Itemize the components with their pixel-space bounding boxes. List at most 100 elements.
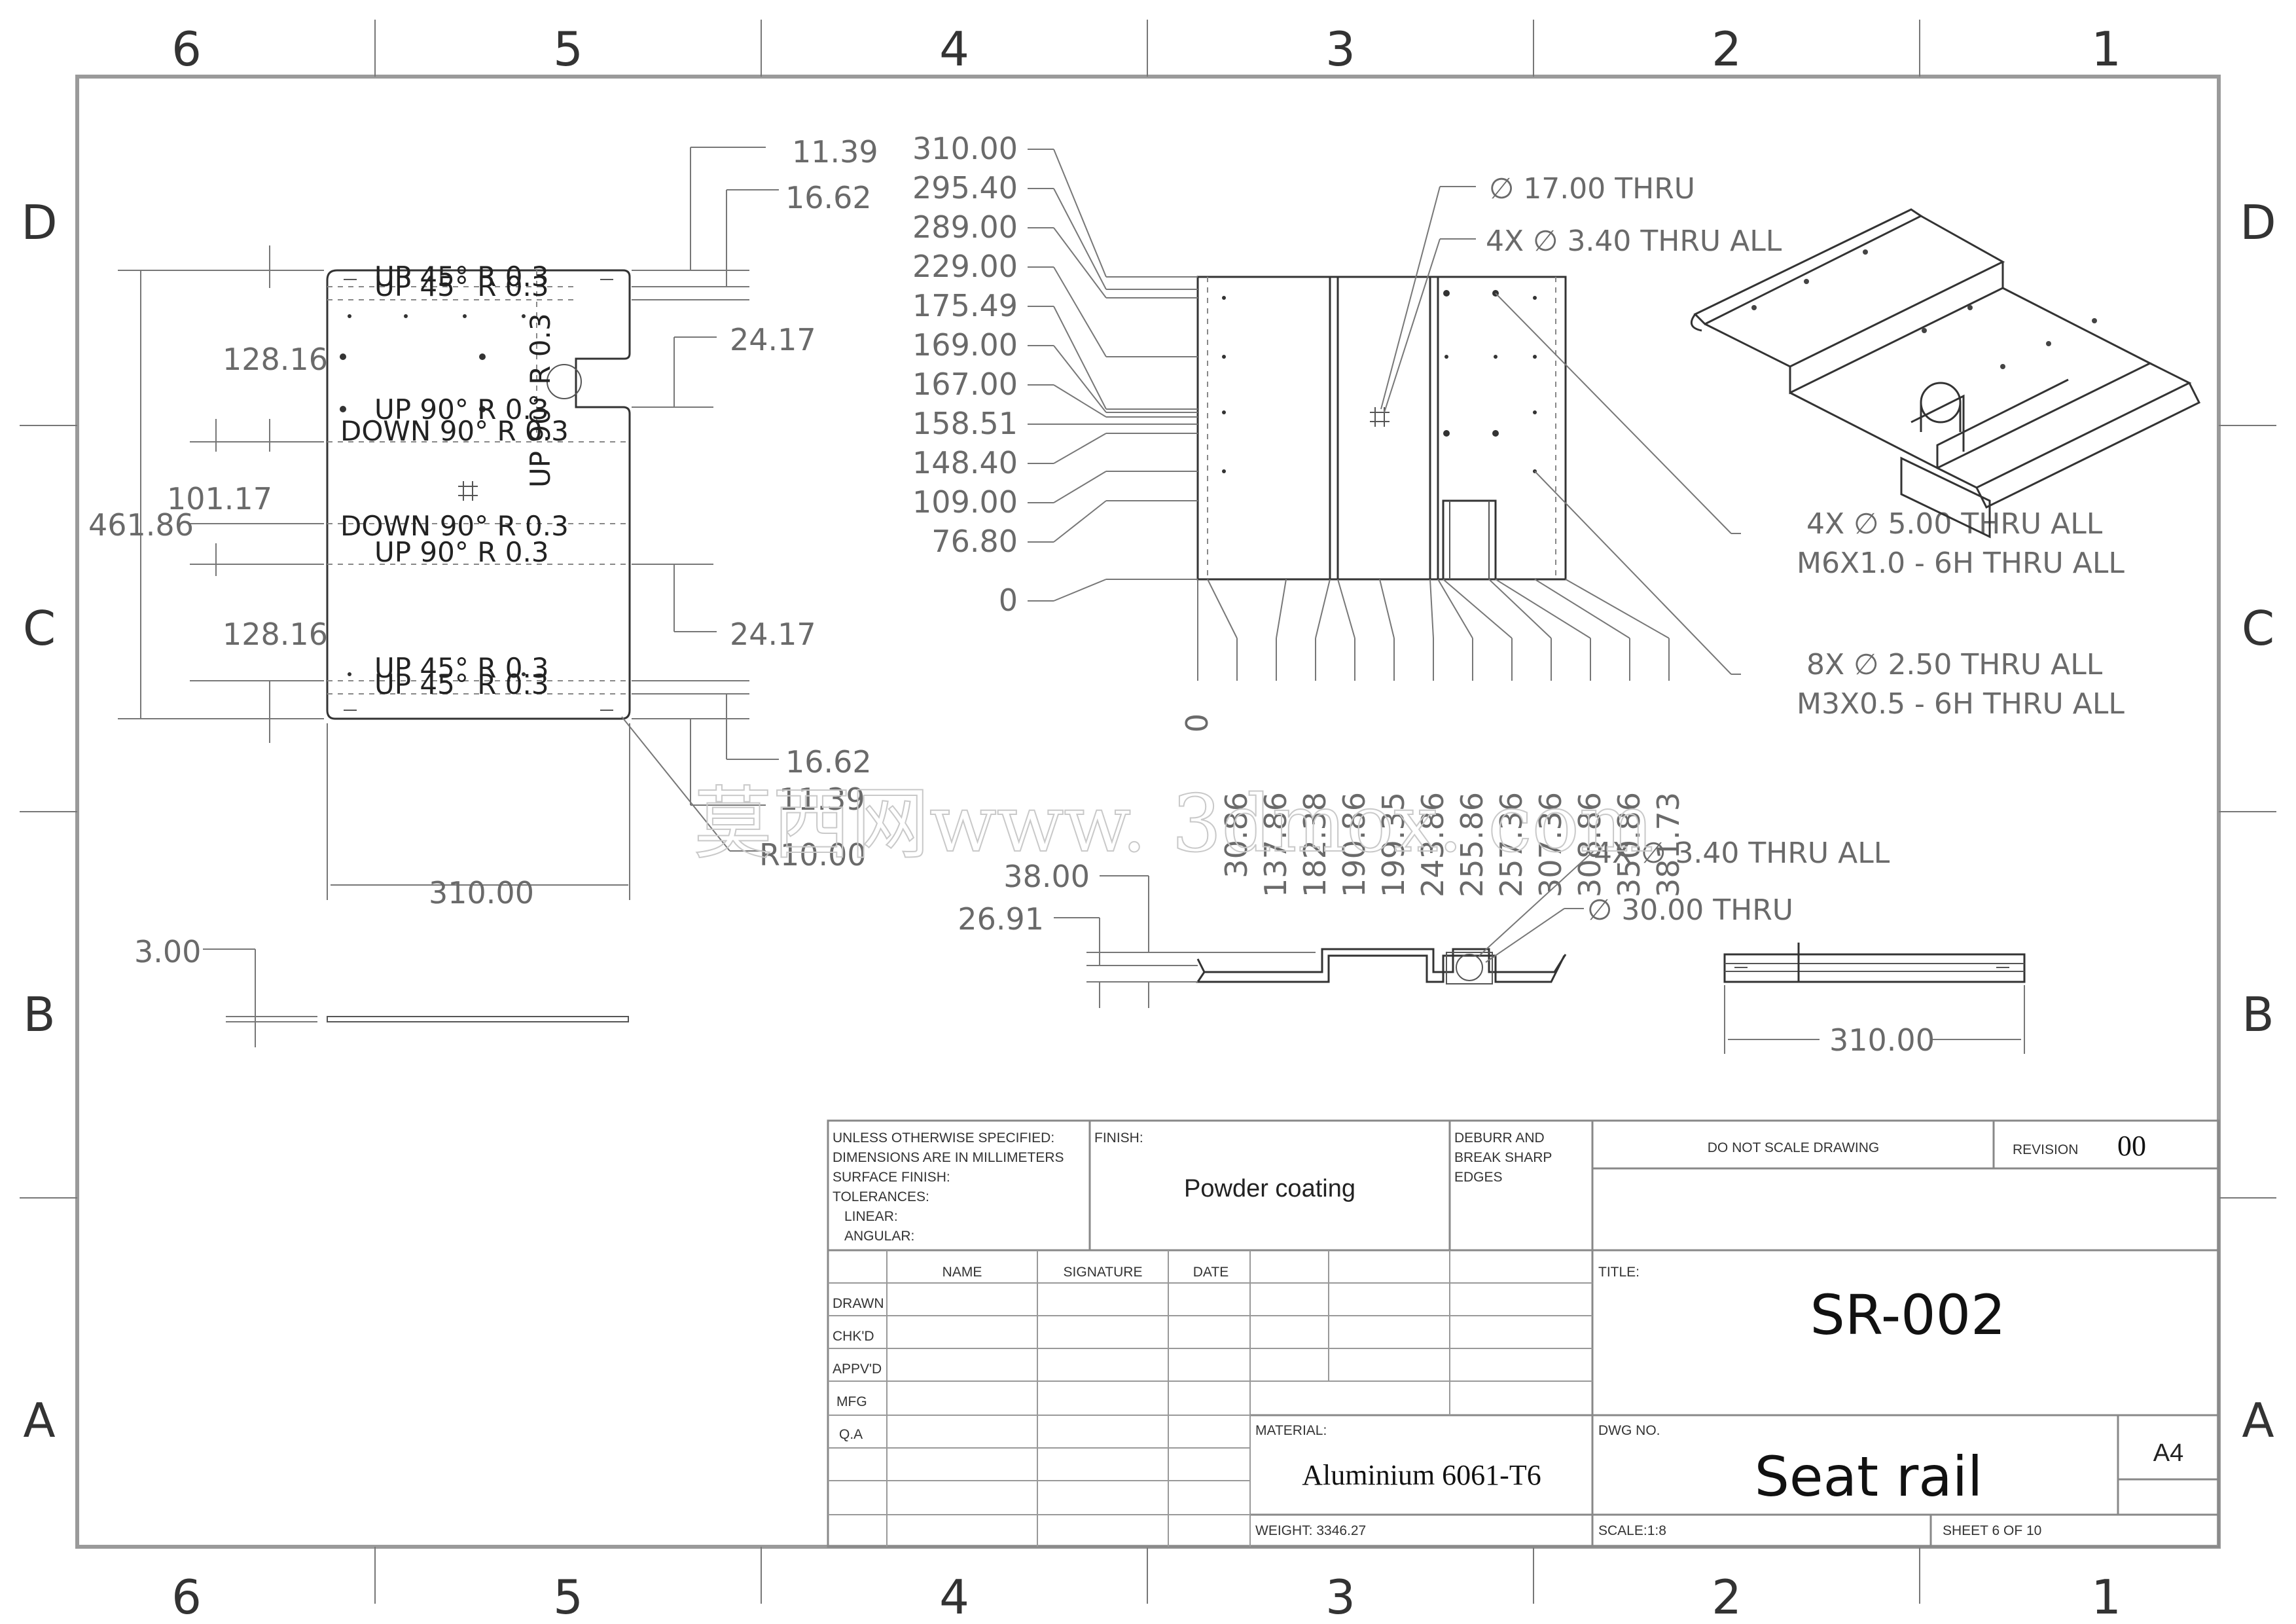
col-name: NAME <box>942 1265 982 1280</box>
ydim-0: 0 <box>999 583 1018 618</box>
revision-value: 00 <box>2117 1130 2146 1162</box>
hole-callout-3-40: 4X ∅ 3.40 THRU ALL <box>1486 225 1782 258</box>
ydim-289: 289.00 <box>912 209 1018 245</box>
note-unless: UNLESS OTHERWISE SPECIFIED: <box>833 1130 1054 1146</box>
front-dim-38: 38.00 <box>1003 859 1090 894</box>
dim-bottom-11-39: 11.39 <box>779 782 865 817</box>
zone-col-4-top: 4 <box>939 22 969 77</box>
isometric-holes <box>1751 249 2097 369</box>
dim-overall-height: 461.86 <box>88 507 194 543</box>
dim-top-16-62: 16.62 <box>785 180 872 215</box>
title-label: TITLE: <box>1598 1265 1640 1280</box>
hole-callout-m3: M3X0.5 - 6H THRU ALL <box>1797 687 2125 721</box>
title-block: UNLESS OTHERWISE SPECIFIED: DIMENSIONS A… <box>827 1119 2220 1548</box>
weight: WEIGHT: 3346.27 <box>1255 1523 1366 1538</box>
zone-col-3-top: 3 <box>1325 22 1355 77</box>
dim-radius: R10.00 <box>759 837 867 873</box>
zone-col-2-bottom: 2 <box>1712 1570 1742 1624</box>
top-view: 310.00 295.40 289.00 229.00 175.49 169.0… <box>912 131 2125 897</box>
note-linear: LINEAR: <box>844 1209 898 1224</box>
material-label: MATERIAL: <box>1255 1423 1327 1438</box>
bend-note-8: UP 45° R 0.3 <box>374 668 549 700</box>
scale: SCALE:1:8 <box>1598 1523 1666 1538</box>
xdim-137-86: 137.86 <box>1258 792 1293 897</box>
ydim-175-49: 175.49 <box>912 288 1018 323</box>
bend-note-1: UP 45° R 0.3 <box>374 261 549 293</box>
note-angular: ANGULAR: <box>844 1229 914 1244</box>
xdim-190-86: 190.86 <box>1336 792 1372 897</box>
zone-row-d-right: D <box>2240 195 2276 250</box>
zone-row-a-right: A <box>2242 1393 2274 1448</box>
xdim-243-86: 243.86 <box>1415 792 1450 897</box>
bend-note-4: DOWN 90° R 0.3 <box>340 415 569 447</box>
thickness-view: 3.00 <box>134 934 629 1047</box>
front-hole-callout-3-40: 4X ∅ 3.40 THRU ALL <box>1594 837 1890 870</box>
hole-callout-m6: M6X1.0 - 6H THRU ALL <box>1797 547 2125 580</box>
sheet-size: A4 <box>2153 1439 2183 1467</box>
dim-left-128-16-bottom: 128.16 <box>223 617 328 652</box>
material-value: Aluminium 6061-T6 <box>1302 1459 1541 1491</box>
dim-left-101-17: 101.17 <box>167 481 272 516</box>
front-hole-callout-30: ∅ 30.00 THRU <box>1587 893 1793 927</box>
bend-note-7: UP 45° R 0.3 <box>374 652 549 684</box>
zone-row-a-left: A <box>23 1393 55 1448</box>
dim-top-24-17: 24.17 <box>730 322 816 357</box>
watermark: 莫西网www. 3dmox. com <box>694 779 1654 870</box>
side-view: 310.00 <box>1723 943 2026 1058</box>
note-dimensions: DIMENSIONS ARE IN MILLIMETERS <box>833 1150 1064 1165</box>
hole-callout-17: ∅ 17.00 THRU <box>1489 172 1695 206</box>
bend-note-side: UP 90° R 0.3 <box>524 313 556 488</box>
ydim-295-40: 295.40 <box>912 170 1018 206</box>
zone-row-b-right: B <box>2242 987 2274 1042</box>
hole-callout-5-00: 4X ∅ 5.00 THRU ALL <box>1806 507 2103 541</box>
zone-col-1-bottom: 1 <box>2091 1570 2121 1624</box>
front-view: 38.00 26.91 4X ∅ 3.40 THRU ALL ∅ 30.00 T… <box>958 837 1890 1008</box>
dim-top-11-39: 11.39 <box>792 134 878 170</box>
zone-col-5-top: 5 <box>553 22 583 77</box>
zone-row-c-right: C <box>2242 601 2274 656</box>
zone-col-6-bottom: 6 <box>171 1570 202 1624</box>
xdim-255-86: 255.86 <box>1454 792 1490 897</box>
bend-note-6: UP 90° R 0.3 <box>374 536 549 568</box>
row-drawn: DRAWN <box>833 1296 884 1311</box>
sheet-number: SHEET 6 OF 10 <box>1943 1523 2041 1538</box>
col-date: DATE <box>1193 1265 1229 1280</box>
dim-thickness: 3.00 <box>134 934 201 969</box>
row-mfg: MFG <box>836 1394 867 1409</box>
ydim-310: 310.00 <box>912 131 1018 166</box>
zone-col-2-top: 2 <box>1712 22 1742 77</box>
xdim-30-86: 30.86 <box>1219 792 1254 878</box>
dim-flat-width: 310.00 <box>429 875 534 911</box>
bend-note-3: UP 90° R 0.3 <box>374 393 549 425</box>
zone-col-1-top: 1 <box>2091 22 2121 77</box>
xdim-0: 0 <box>1179 713 1215 732</box>
zone-col-3-bottom: 3 <box>1325 1570 1355 1624</box>
zone-row-b-left: B <box>23 987 55 1042</box>
ydim-158-51: 158.51 <box>912 406 1018 441</box>
zone-col-4-bottom: 4 <box>939 1570 969 1624</box>
ydim-169: 169.00 <box>912 327 1018 363</box>
zone-row-d-left: D <box>21 195 57 250</box>
bend-note-2: UP 45° R 0.3 <box>374 270 549 302</box>
row-checked: CHK'D <box>833 1329 874 1344</box>
zone-col-6-top: 6 <box>171 22 202 77</box>
ydim-109: 109.00 <box>912 484 1018 520</box>
xdim-308-86: 308.86 <box>1572 792 1607 897</box>
xdim-381-73: 381.73 <box>1651 792 1686 897</box>
dim-left-128-16-top: 128.16 <box>223 342 328 377</box>
xdim-257-36: 257.36 <box>1494 792 1529 897</box>
ydim-76-80: 76.80 <box>931 524 1018 559</box>
bend-note-5: DOWN 90° R 0.3 <box>340 510 569 542</box>
note-surface: SURFACE FINISH: <box>833 1170 950 1185</box>
dim-bottom-24-17: 24.17 <box>730 617 816 652</box>
flat-pattern-view: UP 45° R 0.3 UP 45° R 0.3 UP 90° R 0.3 D… <box>88 134 878 911</box>
ydim-148-40: 148.40 <box>912 445 1018 480</box>
finish-label: FINISH: <box>1094 1130 1143 1146</box>
dwg-no-value: Seat rail <box>1755 1445 1983 1509</box>
ydim-229: 229.00 <box>912 249 1018 284</box>
front-dim-26-91: 26.91 <box>958 901 1044 937</box>
dim-bottom-16-62: 16.62 <box>785 744 872 780</box>
deburr-line-3: EDGES <box>1454 1170 1503 1185</box>
deburr-line-2: BREAK SHARP <box>1454 1150 1552 1165</box>
